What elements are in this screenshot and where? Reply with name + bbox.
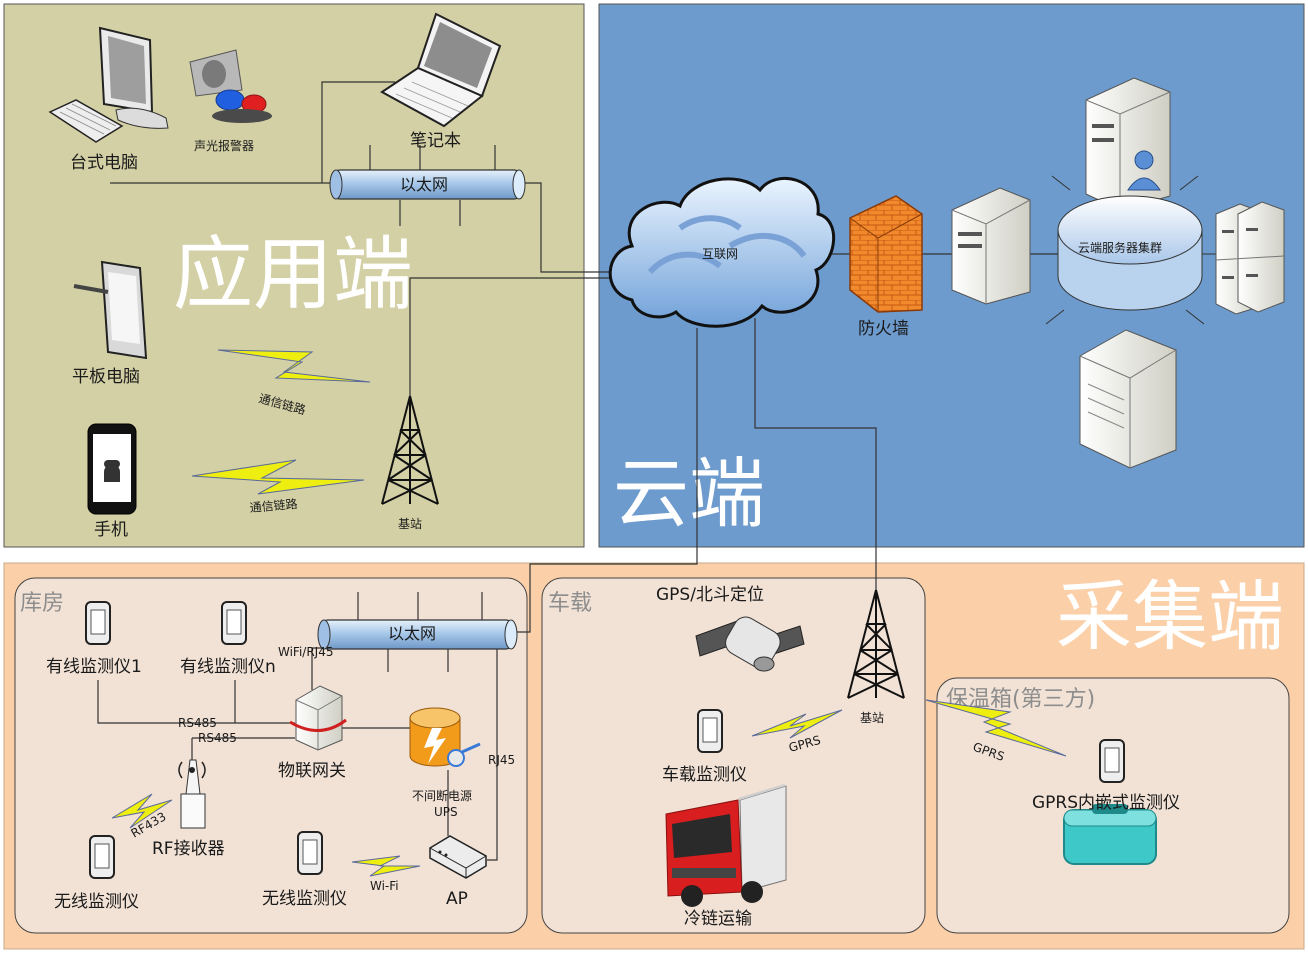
ethernet-bus-warehouse [317, 619, 518, 650]
link2-label: 通信链路 [249, 496, 298, 515]
lightning-link-1-icon [217, 349, 371, 383]
ups-battery-icon [409, 707, 481, 767]
alarm-label: 声光报警器 [194, 138, 254, 153]
ups-label-line2: UPS [434, 805, 458, 819]
wired-monitor-n-icon [221, 601, 247, 645]
ap-label: AP [446, 889, 468, 909]
app-tower-label: 基站 [398, 517, 422, 531]
laptop-label: 笔记本 [410, 131, 461, 151]
cluster-label: 云端服务器集群 [1078, 240, 1162, 255]
laptop-icon [380, 12, 502, 128]
vehicle-panel [541, 577, 926, 934]
phone-label: 手机 [94, 520, 128, 540]
vehicle-monitor-icon [697, 709, 723, 753]
base-station-tower-icon [381, 395, 439, 505]
collect-zone-title: 采集端 [1056, 572, 1284, 661]
vehicle-base-station-tower-icon [847, 589, 905, 699]
desktop-computer-icon [48, 26, 169, 143]
rs485-label-b: RS485 [198, 731, 237, 745]
rf-receiver-icon [178, 759, 206, 829]
warehouse-title: 库房 [20, 591, 64, 616]
storage-server-icon [1079, 329, 1177, 469]
gprs-lightning-vehicle-icon [751, 709, 843, 739]
sound-light-alarm-icon [189, 49, 272, 123]
box-monitor-icon [1099, 739, 1125, 783]
wireless-monitor-1-icon [89, 835, 115, 879]
tablet-label: 平板电脑 [72, 367, 140, 387]
gps-satellite-icon [695, 616, 805, 672]
warehouse-panel [14, 577, 528, 934]
wifi-lightning-icon [351, 855, 421, 877]
box-monitor-label: GPRS内嵌式监测仪 [1032, 793, 1180, 813]
smartphone-icon [87, 423, 137, 515]
gprs-lightning-box-icon [925, 699, 1067, 757]
ethernet-warehouse-label: 以太网 [388, 624, 436, 643]
insulated-cooler-box-icon [1063, 804, 1157, 865]
vehicle-tower-label: 基站 [860, 711, 884, 725]
vehicle-title: 车载 [548, 591, 592, 616]
wireless-monitor-2-label: 无线监测仪 [262, 889, 347, 909]
lightning-link-2-icon [191, 459, 365, 495]
ups-label-line1: 不间断电源 [412, 788, 472, 803]
firewall-icon [849, 195, 923, 313]
wired-monitor-1-label: 有线监测仪1 [46, 657, 142, 677]
web-server-icon [951, 187, 1031, 305]
internet-label: 互联网 [702, 247, 738, 261]
database-server-icon [1085, 77, 1171, 211]
wireless-monitor-1-label: 无线监测仪 [54, 892, 139, 912]
wifi-rj45-label: WiFi/RJ45 [278, 645, 334, 659]
internet-cloud-icon [608, 176, 835, 328]
rf433-lightning-icon [111, 793, 173, 829]
wired-monitor-1-icon [85, 601, 111, 645]
rs485-label-a: RS485 [178, 716, 217, 730]
server-rack-group-icon [1215, 201, 1285, 315]
iot-gateway-icon [289, 685, 347, 751]
app-zone-title: 应用端 [173, 228, 413, 321]
gateway-label: 物联网关 [278, 761, 346, 781]
truck-label: 冷链运输 [684, 909, 752, 929]
refrigerated-truck-icon [665, 784, 787, 907]
ethernet-bus-app [329, 169, 526, 200]
vehicle-monitor-label: 车载监测仪 [662, 765, 747, 785]
wireless-monitor-2-icon [297, 831, 323, 875]
wifi-label: Wi-Fi [370, 879, 399, 893]
rj45-label: RJ45 [488, 753, 515, 767]
ethernet-app-label: 以太网 [400, 175, 448, 194]
gps-label: GPS/北斗定位 [656, 585, 764, 605]
desktop-label: 台式电脑 [70, 153, 138, 173]
access-point-icon [429, 835, 487, 879]
cloud-server-cluster-icon [1038, 175, 1216, 325]
cloud-zone-title: 云端 [613, 449, 765, 538]
wired-monitor-n-label: 有线监测仪n [180, 657, 276, 677]
rf-receiver-label: RF接收器 [152, 839, 225, 859]
firewall-label: 防火墙 [858, 319, 909, 339]
tablet-icon [73, 260, 148, 360]
